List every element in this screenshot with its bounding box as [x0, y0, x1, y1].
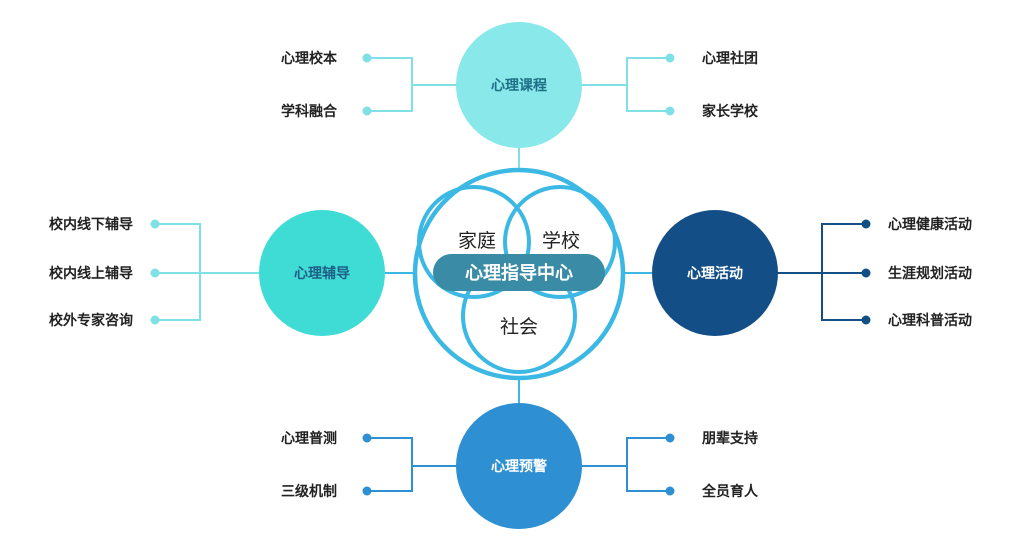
dot-top-right-2 [665, 106, 675, 116]
dot-bottom-right-1 [665, 433, 675, 443]
left-item-3: 校外专家咨询 [49, 312, 133, 329]
endpoint-dots [150, 53, 871, 496]
dot-right-3 [861, 315, 871, 325]
right-item-1: 心理健康活动 [888, 216, 972, 233]
node-bottom-circle [456, 403, 582, 529]
node-left-circle [259, 210, 385, 336]
bottom-left-item-1: 心理普测 [281, 430, 337, 447]
dot-right-2 [861, 268, 871, 278]
bottom-right-item-2: 全员育人 [701, 483, 759, 500]
dot-top-left-1 [362, 53, 372, 63]
dot-bottom-left-1 [362, 433, 372, 443]
right-item-3: 心理科普活动 [888, 312, 972, 329]
dot-bottom-left-2 [362, 486, 372, 496]
circle-family [417, 185, 531, 299]
node-top-circle [456, 22, 582, 148]
dot-top-left-2 [362, 106, 372, 116]
node-right-circle [652, 210, 778, 336]
node-bottom-label: 心理预警 [491, 458, 547, 475]
bottom-left-item-2: 三级机制 [281, 483, 337, 500]
center-title: 心理指导中心 [465, 262, 573, 284]
circle-school-label: 学校 [542, 230, 580, 252]
bottom-right-bracket [626, 437, 670, 492]
circle-school [503, 185, 617, 299]
connector-lines [155, 57, 866, 492]
circle-society-label: 社会 [500, 316, 538, 338]
top-left-item-1: 心理校本 [281, 50, 338, 67]
top-left-item-2: 学科融合 [281, 103, 338, 120]
dot-left-3 [150, 315, 160, 325]
left-item-1: 校内线下辅导 [49, 216, 133, 233]
top-right-item-1: 心理社团 [702, 50, 758, 67]
left-item-2: 校内线上辅导 [49, 265, 133, 282]
dot-left-1 [150, 219, 160, 229]
right-item-2: 生涯规划活动 [888, 265, 972, 282]
dot-right-1 [861, 219, 871, 229]
node-top-label: 心理课程 [491, 78, 547, 94]
node-right-label: 心理活动 [687, 265, 743, 282]
center-banner [433, 254, 605, 291]
node-left-label: 心理辅导 [294, 265, 350, 282]
bottom-right-item-1: 朋辈支持 [701, 430, 758, 447]
dot-bottom-right-2 [665, 486, 675, 496]
top-left-bracket [367, 57, 413, 112]
top-right-bracket [626, 57, 670, 112]
circle-family-label: 家庭 [458, 230, 496, 252]
top-right-item-2: 家长学校 [702, 103, 759, 120]
bottom-left-bracket [367, 437, 413, 492]
dot-top-right-1 [665, 53, 675, 63]
dot-left-2 [150, 268, 160, 278]
